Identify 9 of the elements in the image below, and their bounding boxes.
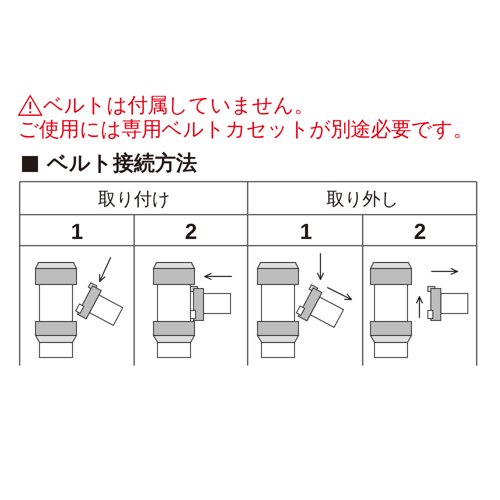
column-heading: 取り外し bbox=[326, 190, 398, 210]
step-number: 2 bbox=[184, 221, 198, 243]
note-text: ご使用には専用ベルトカセットが別途必要です。 bbox=[18, 118, 474, 140]
heading: ベルト接続方法 bbox=[47, 152, 197, 175]
step-number: 1 bbox=[300, 221, 312, 243]
column-heading: 取り付け bbox=[98, 190, 170, 210]
step-number: 1 bbox=[70, 221, 84, 243]
note-text: ベルトは付属していません。 bbox=[43, 94, 314, 116]
step-number: 2 bbox=[414, 221, 426, 243]
